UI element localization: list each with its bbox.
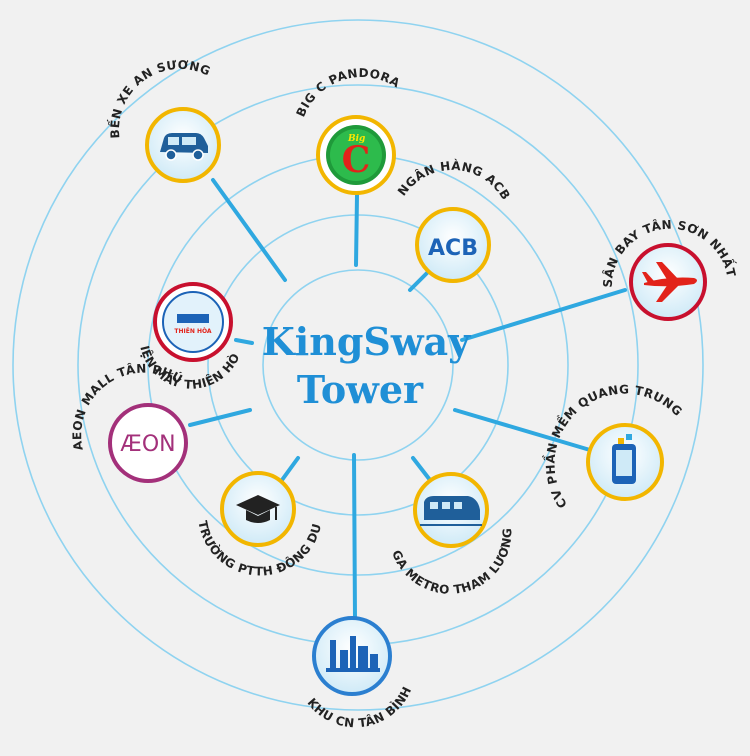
spoke-ben-xe (211, 178, 287, 282)
ring-outer (12, 19, 704, 711)
title-line2: Tower (297, 367, 424, 412)
aeon-logo-icon: ÆON (120, 432, 175, 457)
spoke-truong (280, 456, 300, 482)
big-c-small-text: Big (347, 134, 365, 144)
spoke-dien-may (234, 338, 254, 345)
poi-ga-metro-tham-luong: GA METRO THAM LƯƠNG (389, 472, 514, 597)
smartphone-icon (612, 434, 636, 484)
spoke-san-bay (460, 288, 627, 342)
thien-hoa-logo-text: THIÊN HÒA (174, 327, 212, 335)
spoke-cv (453, 408, 592, 452)
graduation-cap-icon (236, 495, 280, 523)
car-icon (160, 133, 208, 161)
svg-text:BIG C PANDORA: BIG C PANDORA (293, 66, 402, 119)
spokes (188, 178, 627, 622)
center-title: KingSway Tower (262, 319, 471, 412)
poi-dien-may-thien-hoa: THIÊN HÒA ĐIỆN MÁY THIÊN HÒA (0, 0, 242, 392)
spoke-big-c (354, 193, 359, 267)
big-c-logo-icon: Big C (326, 125, 386, 185)
thien-hoa-logo-icon: THIÊN HÒA (162, 291, 224, 353)
poi-label: NGÂN HÀNG ACB (395, 158, 513, 203)
poi-ben-xe-an-suong: BẾN XE AN SƯƠNG (106, 58, 221, 183)
poi-label: BIG C PANDORA (293, 66, 402, 119)
spoke-aeon (188, 408, 252, 427)
factory-icon (326, 636, 380, 672)
poi-cv-phan-mem-quang-trung: CV PHẦN MỀM QUANG TRUNG (540, 383, 684, 511)
spoke-ga (411, 456, 432, 482)
poi-ngan-hang-acb: ACB NGÂN HÀNG ACB (395, 158, 513, 283)
poi-khu-cn-tan-binh: KHU CN TÂN BÌNH (305, 616, 414, 730)
big-c-letter: C (342, 139, 371, 181)
spoke-acb (408, 268, 432, 292)
poi-ring (108, 403, 188, 483)
svg-text:NGÂN HÀNG ACB: NGÂN HÀNG ACB (395, 158, 513, 203)
poi-truong-ptth-dong-du: TRƯỜNG PTTH ĐÔNG DU (195, 471, 324, 579)
spoke-khu-cn (352, 453, 357, 622)
title-line1: KingSway (262, 319, 471, 364)
airplane-icon (642, 262, 697, 302)
ring-inner (262, 269, 454, 461)
poi-ring (415, 207, 491, 283)
metro-train-icon (420, 496, 482, 526)
acb-logo-icon: ACB (428, 236, 478, 261)
poi-aeon-mall-tan-phu: ÆON AEON MALL TÂN PHÚ (70, 361, 188, 483)
